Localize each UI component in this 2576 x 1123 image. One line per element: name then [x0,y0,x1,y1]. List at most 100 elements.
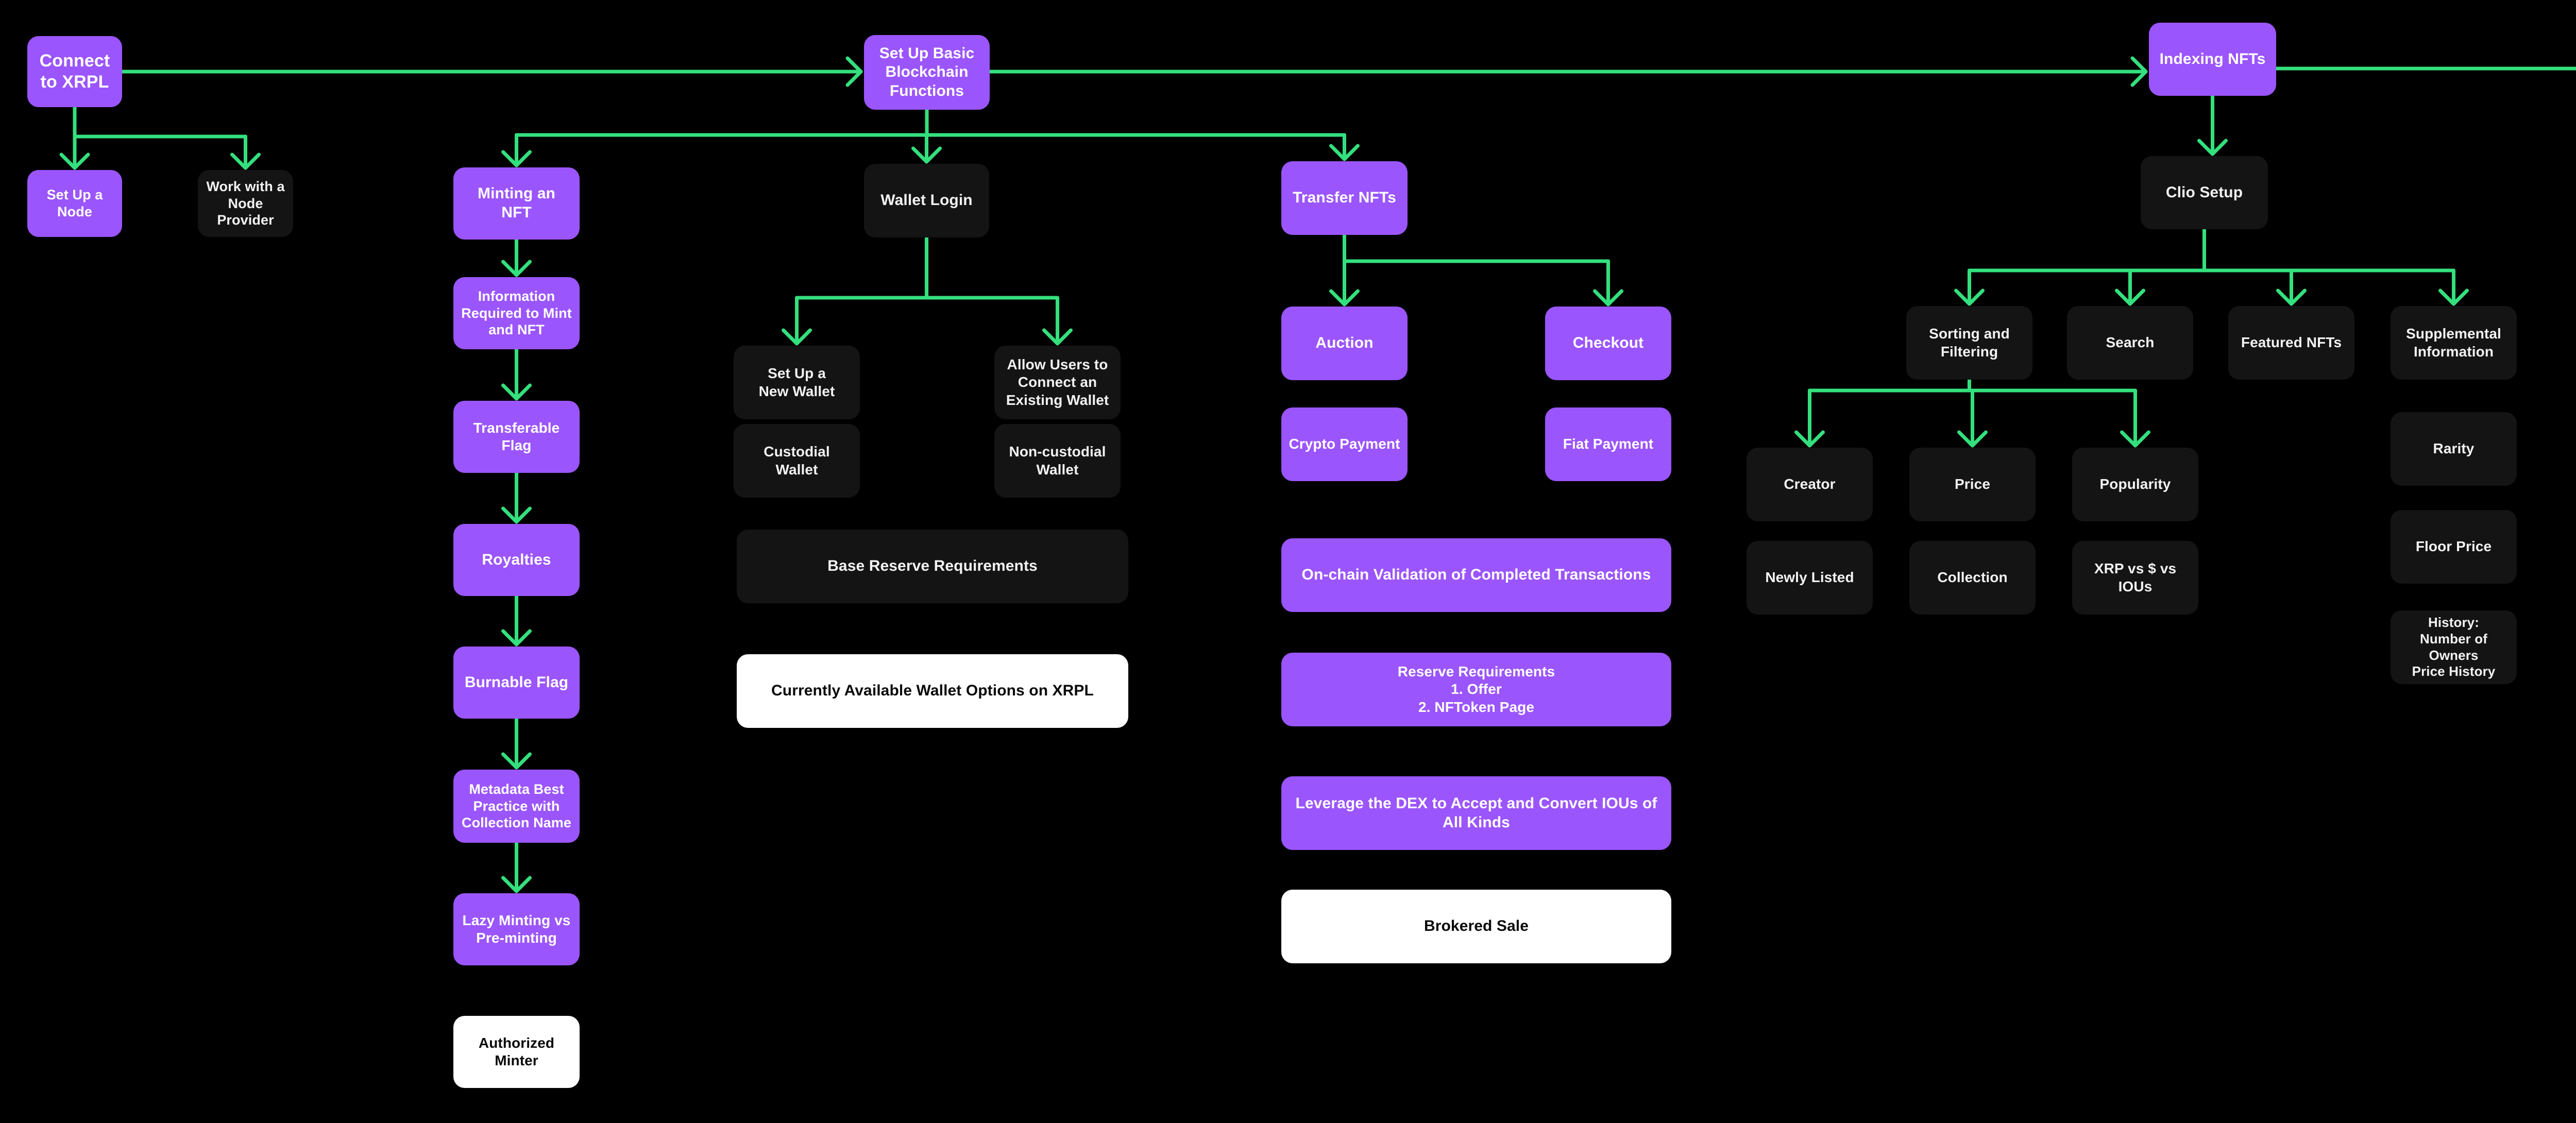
node-connect-to-xrpl[interactable]: Connect to XRPL [27,36,122,107]
node-label: Supplemental Information [2406,326,2501,360]
node-floor-price[interactable]: Floor Price [2391,510,2517,584]
edge-arrowhead-basic-pillars-leg1 [911,146,942,164]
node-label: Wallet Login [880,192,973,209]
node-currently-available-wallet-options-on-xrpl[interactable]: Currently Available Wallet Options on XR… [737,654,1128,728]
node-fiat-payment[interactable]: Fiat Payment [1545,407,1671,481]
node-label: Set Up Basic Blockchain Functions [879,44,975,99]
edge-arrowhead-clio-fan-leg3 [2438,288,2469,306]
node-leverage-the-dex[interactable]: Leverage the DEX to Accept and Convert I… [1281,776,1671,850]
node-label: Transferable Flag [473,419,560,453]
node-label: Crypto Payment [1289,436,1400,452]
node-label: Reserve Requirements 1. Offer 2. NFToken… [1397,663,1555,715]
node-metadata-best-practice-with-collection-name[interactable]: Metadata Best Practice with Collection N… [453,770,580,843]
node-label: Rarity [2433,440,2475,457]
node-label: On-chain Validation of Completed Transac… [1301,566,1651,584]
node-label: Lazy Minting vs Pre-minting [462,912,571,946]
node-label: Allow Users to Connect an Existing Walle… [1006,356,1109,408]
node-label: XRP vs $ vs IOUs [2094,560,2177,594]
node-label: Burnable Flag [464,673,569,691]
edge-arrowhead-transfer-fan-leg0 [1329,289,1360,307]
node-burnable-flag[interactable]: Burnable Flag [453,646,580,719]
edge-arrowhead-xrpl-to-basic [845,56,863,87]
node-creator[interactable]: Creator [1747,448,1873,521]
edge-arrowhead-clio-fan-leg0 [1954,288,1985,306]
node-information-required-to-mint-and-nft[interactable]: Information Required to Mint and NFT [453,277,580,349]
edge-arrowhead-clio-fan-leg1 [2115,288,2145,306]
node-label: Metadata Best Practice with Collection N… [461,781,572,831]
edge-arrowhead-sorting-fan-leg2 [2120,430,2150,448]
edge-arrowhead-basic-to-indexing [2130,56,2148,87]
node-label: Brokered Sale [1423,917,1529,935]
node-authorized-minter[interactable]: Authorized Minter [453,1016,580,1088]
node-label: Base Reserve Requirements [827,557,1038,575]
edge-arrowhead-indexing-clio [2197,139,2228,156]
node-supplemental-information[interactable]: Supplemental Information [2391,306,2517,380]
node-label: Sorting and Filtering [1929,326,2010,360]
node-brokered-sale[interactable]: Brokered Sale [1281,890,1671,963]
node-label: Royalties [482,551,551,568]
node-on-chain-validation-of-completed-transactions[interactable]: On-chain Validation of Completed Transac… [1281,538,1671,612]
node-reserve-requirements[interactable]: Reserve Requirements 1. Offer 2. NFToken… [1281,653,1671,726]
node-newly-listed[interactable]: Newly Listed [1747,541,1873,615]
node-clio-setup[interactable]: Clio Setup [2141,156,2268,229]
node-sorting-and-filtering[interactable]: Sorting and Filtering [1906,306,2032,380]
edge-arrowhead-wallet-fan-leg0 [782,328,812,346]
node-transferable-flag[interactable]: Transferable Flag [453,401,580,473]
node-work-with-a-node-provider[interactable]: Work with a Node Provider [198,170,293,237]
node-collection[interactable]: Collection [1909,541,2036,615]
node-label: Fiat Payment [1563,436,1654,452]
node-label: Newly Listed [1765,569,1854,586]
node-crypto-payment[interactable]: Crypto Payment [1281,407,1408,481]
node-label: Featured NFTs [2241,334,2342,351]
node-label: Work with a Node Provider [206,178,285,228]
node-label: Connect to XRPL [39,50,110,92]
node-label: Checkout [1572,334,1644,352]
node-label: Auction [1315,334,1374,352]
node-label: Set Up a Node [46,187,103,219]
node-set-up-a-new-wallet[interactable]: Set Up a New Wallet [734,346,860,419]
node-label: Clio Setup [2165,183,2243,201]
node-auction[interactable]: Auction [1281,307,1408,380]
node-royalties[interactable]: Royalties [453,524,580,596]
node-label: Non-custodial Wallet [1009,444,1106,478]
node-rarity[interactable]: Rarity [2391,412,2517,486]
edge-arrowhead-information-required-to-mint-and-nft-transferable-flag [501,383,532,401]
edge-arrowhead-sorting-fan-leg0 [1794,430,1825,448]
edge-arrowhead-xrpl-nodes-leg1 [230,152,261,170]
node-transfer-nfts[interactable]: Transfer NFTs [1281,161,1408,235]
node-allow-users-to-connect-an-existing-wallet[interactable]: Allow Users to Connect an Existing Walle… [994,346,1121,419]
edge-arrowhead-xrpl-nodes-leg0 [59,152,90,170]
node-checkout[interactable]: Checkout [1545,307,1671,380]
node-lazy-minting-vs-pre-minting[interactable]: Lazy Minting vs Pre-minting [453,893,580,965]
edge-arrowhead-minting-an-nft-information-required-to-mint-and-nft [501,260,532,277]
node-label: Collection [1937,569,2008,586]
node-label: Search [2106,334,2155,351]
edge-arrowhead-sorting-fan-leg1 [1957,430,1988,448]
node-label: Leverage the DEX to Accept and Convert I… [1295,794,1657,831]
node-price[interactable]: Price [1909,448,2036,521]
node-label: Transfer NFTs [1293,189,1396,207]
node-history[interactable]: History: Number of Owners Price History [2391,610,2517,684]
node-base-reserve-requirements[interactable]: Base Reserve Requirements [737,530,1128,603]
edge-arrowhead-wallet-fan-leg1 [1042,328,1073,346]
node-popularity[interactable]: Popularity [2072,448,2198,521]
node-wallet-login[interactable]: Wallet Login [864,164,989,237]
node-indexing-nfts[interactable]: Indexing NFTs [2149,23,2276,96]
edge-arrowhead-basic-pillars-leg0 [501,150,532,167]
node-search[interactable]: Search [2067,306,2193,380]
node-non-custodial-wallet[interactable]: Non-custodial Wallet [994,424,1121,498]
node-minting-an-nft[interactable]: Minting an NFT [453,167,580,240]
edge-arrowhead-transfer-fan-leg1 [1593,289,1623,307]
node-xrp-vs-dollar-vs-ious[interactable]: XRP vs $ vs IOUs [2072,541,2198,615]
node-featured-nfts[interactable]: Featured NFTs [2228,306,2354,380]
node-label: Currently Available Wallet Options on XR… [771,682,1094,700]
node-label: Indexing NFTs [2159,50,2266,67]
node-set-up-a-node[interactable]: Set Up a Node [27,170,122,237]
node-label: Set Up a New Wallet [758,365,835,399]
node-set-up-basic-blockchain-functions[interactable]: Set Up Basic Blockchain Functions [864,35,990,110]
node-custodial-wallet[interactable]: Custodial Wallet [734,424,860,498]
edge-arrowhead-transferable-flag-royalties [501,506,532,524]
node-label: Authorized Minter [478,1034,555,1068]
edge-arrowhead-clio-fan-leg2 [2276,288,2307,306]
